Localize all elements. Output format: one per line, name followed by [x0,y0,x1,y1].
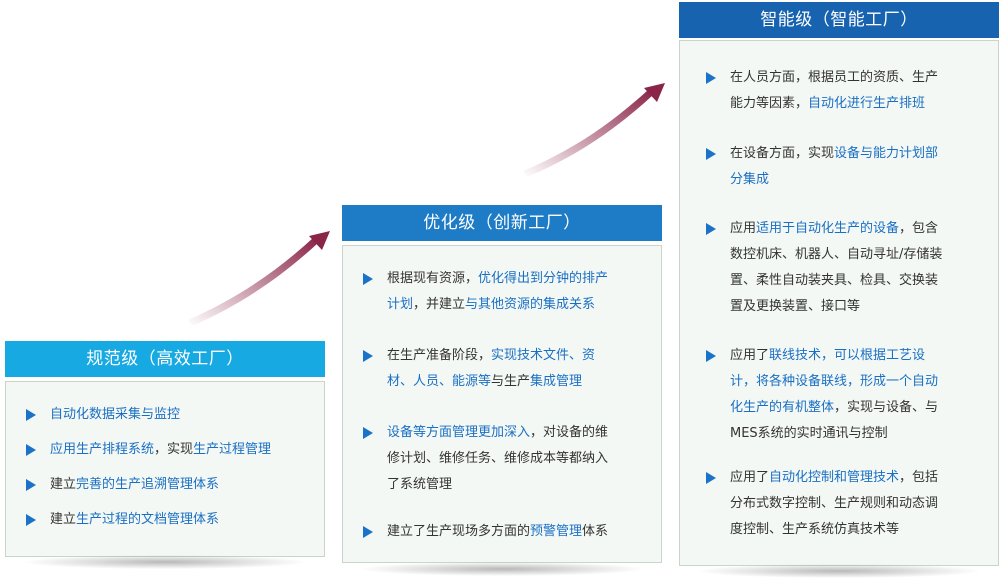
level-2-panel: 优化级（创新工厂） 根据现有资源，优化得出到分钟的排产 计划，并建立与其他资源的… [342,205,662,576]
text-segment: 应用生产排程系统 [50,442,155,457]
level-2-shadow [362,562,642,576]
bullet-icon [363,273,373,285]
bullet-icon [706,72,716,84]
text-segment: 联线技术，可以根据工艺设 [769,348,926,363]
text-segment: 适用于自动化生产的设备 [756,221,900,236]
text-segment: 建立 [50,512,77,527]
text-segment: 预警管理 [530,524,583,539]
bullet-icon [706,223,716,235]
level-1-shadow [25,555,305,569]
text-segment: 在生产准备阶段， [387,348,492,363]
level-1-panel: 规范级（高效工厂） 自动化数据采集与监控 应用生产排程系统，实现生产过程管理 建… [5,341,325,571]
list-item-text: 根据现有资源，优化得出到分钟的排产 计划，并建立与其他资源的集成关系 [387,266,655,318]
text-segment: 置、柔性自动装夹具、检具、交换装 [730,273,939,288]
text-segment: 应用了 [730,348,770,363]
list-item-text: 自动化数据采集与监控 [50,402,318,428]
text-segment: 化生产的有机整体 [730,400,835,415]
text-segment: 材、人员、能源等 [387,374,492,389]
text-segment: 自动化控制和管理技术 [769,470,900,485]
text-segment: 分布式数字控制、生产规则和动态调 [730,496,939,511]
list-item-text: 在人员方面，根据员工的资质、生产 能力等因素，自动化进行生产排班 [730,65,992,117]
text-segment: 与生产 [491,374,531,389]
text-segment: 实现技术文件、资 [491,348,596,363]
level-2-title: 优化级（创新工厂） [423,213,581,233]
text-segment: ，并建立 [413,297,466,312]
text-segment: 数控机床、机器人、自动寻址/存储装 [730,247,943,262]
level-3-header: 智能级（智能工厂） [679,2,999,38]
text-segment: 集成管理 [530,374,583,389]
text-segment: ，包括 [899,470,939,485]
list-item-text: 建立生产过程的文档管理体系 [50,507,318,533]
bullet-icon [363,526,373,538]
level-3-shadow [699,564,979,578]
bullet-icon [26,479,36,491]
bullet-icon [706,472,716,484]
text-segment: 应用 [730,221,757,236]
level-3-panel: 智能级（智能工厂） 在人员方面，根据员工的资质、生产 能力等因素，自动化进行生产… [679,2,999,582]
text-segment: 体系 [582,524,609,539]
bullet-icon [363,427,373,439]
text-segment: 了系统管理 [387,477,453,492]
list-item-text: 设备等方面管理更加深入，对设备的维 修计划、维修任务、维修成本等都纳入 了系统管… [387,420,655,498]
bullet-icon [26,444,36,456]
text-segment: 生产过程的文档管理体系 [76,512,220,527]
list-item-text: 应用适用于自动化生产的设备，包含 数控机床、机器人、自动寻址/存储装 置、柔性自… [730,216,992,320]
bullet-icon [26,514,36,526]
text-segment: 建立 [50,477,77,492]
arrow-level1-to-level2 [188,231,330,326]
text-segment: 应用了 [730,470,770,485]
list-item-text: 应用了自动化控制和管理技术，包括 分布式数字控制、生产规则和动态调 度控制、生产… [730,465,992,543]
text-segment: ，包含 [899,221,939,236]
text-segment: 修计划、维修任务、维修成本等都纳入 [387,451,609,466]
list-item-text: 在设备方面，实现设备与能力计划部 分集成 [730,141,992,193]
level-2-list: 根据现有资源，优化得出到分钟的排产 计划，并建立与其他资源的集成关系 在生产准备… [363,246,655,562]
list-item-text: 建立了生产现场多方面的预警管理体系 [387,519,655,545]
text-segment: 设备等方面管理更加深入 [387,425,531,440]
text-segment: 能力等因素， [730,96,809,111]
text-segment: ，实现与设备、与 [834,400,939,415]
text-segment: 建立了生产现场多方面的 [387,524,531,539]
level-3-title: 智能级（智能工厂） [760,10,918,30]
level-2-box: 根据现有资源，优化得出到分钟的排产 计划，并建立与其他资源的集成关系 在生产准备… [342,245,662,563]
text-segment: 度控制、生产系统仿真技术等 [730,522,900,537]
list-item-text: 建立完善的生产追溯管理体系 [50,472,318,498]
text-segment: 自动化进行生产排班 [808,96,926,111]
bullet-icon [706,148,716,160]
text-segment: 计，将各种设备联线，形成一个自动 [730,374,939,389]
level-3-box: 在人员方面，根据员工的资质、生产 能力等因素，自动化进行生产排班 在设备方面，实… [679,40,999,566]
bullet-icon [363,350,373,362]
level-3-list: 在人员方面，根据员工的资质、生产 能力等因素，自动化进行生产排班 在设备方面，实… [706,41,992,565]
list-item-text: 应用生产排程系统，实现生产过程管理 [50,437,318,463]
text-segment: 在设备方面，实现 [730,146,835,161]
text-segment: 在人员方面，根据员工的资质、生产 [730,70,939,85]
level-1-title: 规范级（高效工厂） [86,349,244,369]
text-segment: 自动化数据采集与监控 [50,407,181,422]
text-segment: 根据现有资源， [387,271,479,286]
text-segment: 优化得出到分钟的排产 [478,271,609,286]
text-segment: 计划 [387,297,414,312]
list-item-text: 在生产准备阶段，实现技术文件、资 材、人员、能源等与生产集成管理 [387,343,655,395]
bullet-icon [706,350,716,362]
level-1-box: 自动化数据采集与监控 应用生产排程系统，实现生产过程管理 建立完善的生产追溯管理… [5,381,325,557]
level-1-list: 自动化数据采集与监控 应用生产排程系统，实现生产过程管理 建立完善的生产追溯管理… [26,382,318,556]
text-segment: 生产过程管理 [193,442,272,457]
text-segment: 与其他资源的集成关系 [465,297,596,312]
level-1-header: 规范级（高效工厂） [5,341,325,377]
text-segment: 置及更换装置、接口等 [730,299,861,314]
level-2-header: 优化级（创新工厂） [342,205,662,241]
list-item-text: 应用了联线技术，可以根据工艺设 计，将各种设备联线，形成一个自动 化生产的有机整… [730,343,992,447]
bullet-icon [26,409,36,421]
text-segment: ，对设备的维 [530,425,609,440]
text-segment: 设备与能力计划部 [834,146,939,161]
text-segment: 完善的生产追溯管理体系 [76,477,220,492]
text-segment: MES系统的实时通讯与控制 [730,426,888,441]
text-segment: ，实现 [154,442,194,457]
text-segment: 分集成 [730,172,770,187]
arrow-level2-to-level3 [523,83,665,177]
